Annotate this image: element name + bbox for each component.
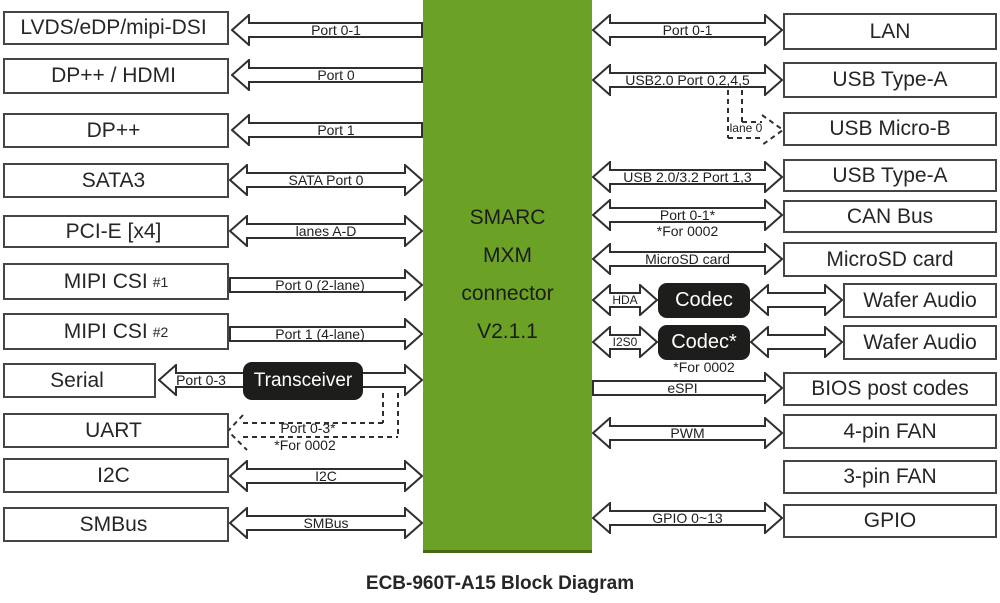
block-wafer-audio-1: Wafer Audio xyxy=(843,283,997,318)
block-uart: UART xyxy=(3,413,229,448)
arrow-codec-wafer1 xyxy=(750,284,843,316)
label-espi: eSPI xyxy=(667,380,698,396)
label-usb20-ports: USB2.0 Port 0,2,4,5 xyxy=(625,72,750,88)
arrow-dp-hdmi xyxy=(231,59,423,91)
note-uart-for-0002: *For 0002 xyxy=(274,437,336,453)
block-lvds-edp-mipi-dsi: LVDS/eDP/mipi-DSI xyxy=(3,11,229,45)
label-sata-port: SATA Port 0 xyxy=(288,172,364,188)
block-4pin-fan: 4-pin FAN xyxy=(783,414,997,449)
label-dp-hdmi-port: Port 0 xyxy=(317,67,355,83)
label-smbus: SMBus xyxy=(303,515,349,531)
label-i2c: I2C xyxy=(315,468,337,484)
arrow-codec-wafer2 xyxy=(750,326,843,358)
block-dp-hdmi: DP++ / HDMI xyxy=(3,58,229,94)
block-usb-type-a-1: USB Type-A xyxy=(783,62,997,98)
arrow-espi xyxy=(592,372,783,404)
label-lan-port: Port 0-1 xyxy=(662,22,713,38)
smarc-connector-label: SMARC MXM connector V2.1.1 xyxy=(461,206,554,343)
block-sata3: SATA3 xyxy=(3,163,229,198)
block-mipi-csi-2: MIPI CSI#2 xyxy=(3,313,229,350)
label-hda: HDA xyxy=(612,293,638,307)
label-usb32-ports: USB 2.0/3.2 Port 1,3 xyxy=(623,169,752,185)
block-pcie: PCI-E [x4] xyxy=(3,215,229,248)
arrow-can xyxy=(592,199,783,231)
arrow-pwm xyxy=(592,417,783,449)
block-bios-post-codes: BIOS post codes xyxy=(783,372,997,406)
dashed-arrow-lane0 xyxy=(727,90,785,146)
label-gpio-range: GPIO 0~13 xyxy=(652,510,723,526)
arrow-mipi2 xyxy=(229,318,423,350)
block-lan: LAN xyxy=(783,13,997,50)
chip-transceiver: Transceiver xyxy=(243,362,363,400)
arrow-i2c xyxy=(229,460,423,492)
block-i2c: I2C xyxy=(3,458,229,493)
note-codec-for-0002: *For 0002 xyxy=(673,359,735,375)
arrow-usb20 xyxy=(592,64,783,96)
block-wafer-audio-2: Wafer Audio xyxy=(843,325,997,360)
label-serial-port: Port 0-3 xyxy=(176,372,226,388)
label-can-port: Port 0-1* xyxy=(659,207,716,223)
arrow-lvds xyxy=(231,14,423,46)
arrow-smbus xyxy=(229,507,423,539)
block-gpio: GPIO xyxy=(783,504,997,538)
smarc-connector-block: SMARC MXM connector V2.1.1 xyxy=(423,0,592,553)
block-3pin-fan: 3-pin FAN xyxy=(783,460,997,494)
label-mipi2-port: Port 1 (4-lane) xyxy=(275,326,365,342)
block-mipi-csi-1: MIPI CSI#1 xyxy=(3,263,229,300)
block-dp: DP++ xyxy=(3,113,229,148)
arrow-hda xyxy=(592,284,658,316)
arrow-microsd xyxy=(592,243,783,275)
label-pwm: PWM xyxy=(670,425,705,441)
arrow-dp xyxy=(231,114,423,146)
block-smbus: SMBus xyxy=(3,507,229,542)
arrow-mipi1 xyxy=(229,269,423,301)
block-usb-type-a-2: USB Type-A xyxy=(783,159,997,192)
arrow-i2s0 xyxy=(592,326,658,358)
chip-codec: Codec xyxy=(658,283,750,318)
arrow-lan xyxy=(592,14,783,46)
label-mipi1-port: Port 0 (2-lane) xyxy=(275,277,365,293)
arrow-sata xyxy=(229,164,423,196)
label-lvds-port: Port 0-1 xyxy=(311,22,361,38)
block-usb-micro-b: USB Micro-B xyxy=(783,112,997,146)
arrow-gpio xyxy=(592,502,783,534)
label-uart-port: Port 0-3* xyxy=(280,420,336,436)
block-microsd-card: MicroSD card xyxy=(783,242,997,277)
block-can-bus: CAN Bus xyxy=(783,200,997,233)
label-microsd: MicroSD card xyxy=(645,251,730,267)
block-serial: Serial xyxy=(3,363,156,398)
diagram-title: ECB-960T-A15 Block Diagram xyxy=(365,573,635,594)
arrow-pcie xyxy=(229,215,423,247)
note-can-for-0002: *For 0002 xyxy=(656,223,719,239)
label-pcie-lanes: lanes A-D xyxy=(295,223,357,239)
arrow-usb32 xyxy=(592,161,783,193)
label-lane0: lane 0 xyxy=(729,121,763,135)
chip-codec-star: Codec* xyxy=(658,325,750,360)
label-dp-port: Port 1 xyxy=(317,122,355,138)
label-i2s0: I2S0 xyxy=(612,335,638,349)
